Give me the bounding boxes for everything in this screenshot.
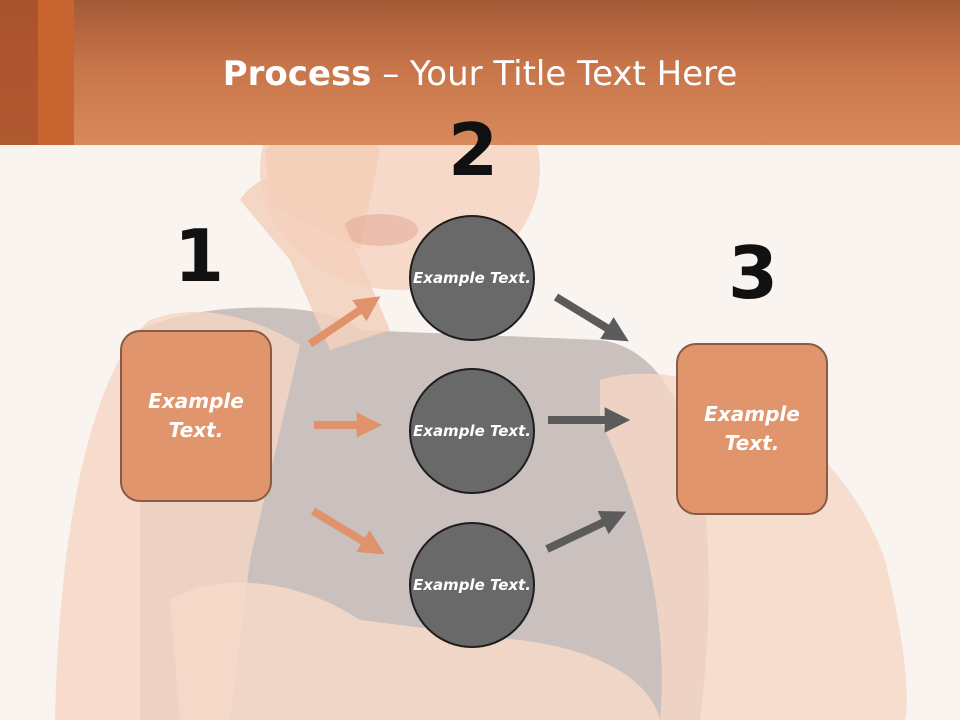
slide-title: Process – Your Title Text Here: [0, 52, 960, 96]
header-bar: Process – Your Title Text Here: [0, 0, 960, 145]
arrow-left-to-top: [307, 296, 381, 348]
arrow-bottom-to-right: [545, 510, 627, 553]
left-box: Example Text.: [120, 330, 272, 502]
title-rest: – Your Title Text Here: [371, 54, 738, 94]
step-number-3: 3: [727, 231, 779, 315]
arrow-left-to-bottom: [310, 507, 385, 555]
step-number-2: 2: [447, 108, 499, 192]
circle-middle: Example Text.: [409, 368, 535, 494]
header-stripe: [0, 0, 38, 145]
title-bold: Process: [222, 54, 372, 94]
circle-top: Example Text.: [409, 215, 535, 341]
arrow-top-to-right: [553, 293, 629, 342]
circle-bottom: Example Text.: [409, 522, 535, 648]
header-stripe: [38, 0, 74, 145]
step-number-1: 1: [173, 214, 225, 298]
right-box: Example Text.: [676, 343, 828, 515]
